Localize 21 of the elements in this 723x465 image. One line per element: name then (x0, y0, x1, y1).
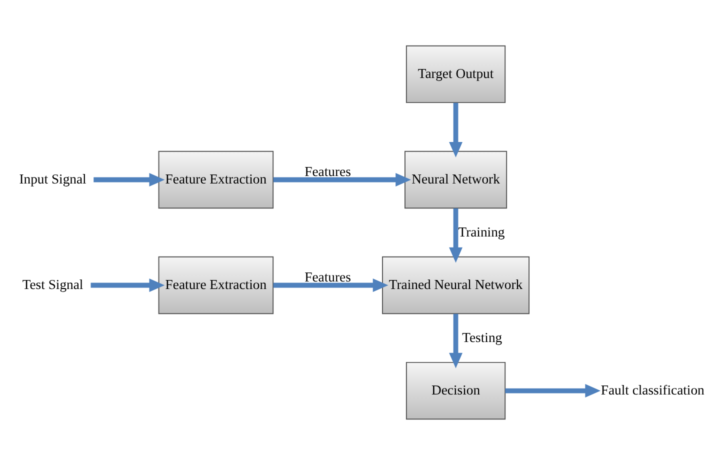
node-box: Feature Extraction (158, 256, 274, 314)
node-box: Target Output (406, 45, 506, 104)
edge-label: Features (304, 164, 351, 180)
arrow (449, 208, 462, 263)
node-text: Test Signal (22, 276, 84, 292)
node-box: Decision (406, 362, 506, 420)
node-box: Trained Neural Network (382, 256, 530, 314)
node-box: Neural Network (404, 150, 508, 209)
node-text: Input Signal (19, 171, 86, 186)
arrow (449, 102, 462, 158)
edge-label: Training (458, 224, 505, 240)
arrow (449, 314, 462, 368)
edge-label: Testing (462, 330, 502, 346)
node-text: Fault classification (600, 382, 704, 398)
arrow (90, 278, 165, 292)
node-box: Feature Extraction (158, 150, 274, 209)
arrow (273, 278, 388, 292)
arrow (273, 173, 411, 186)
arrow (94, 173, 165, 186)
edge-label: Features (304, 270, 351, 285)
arrow (505, 384, 601, 398)
